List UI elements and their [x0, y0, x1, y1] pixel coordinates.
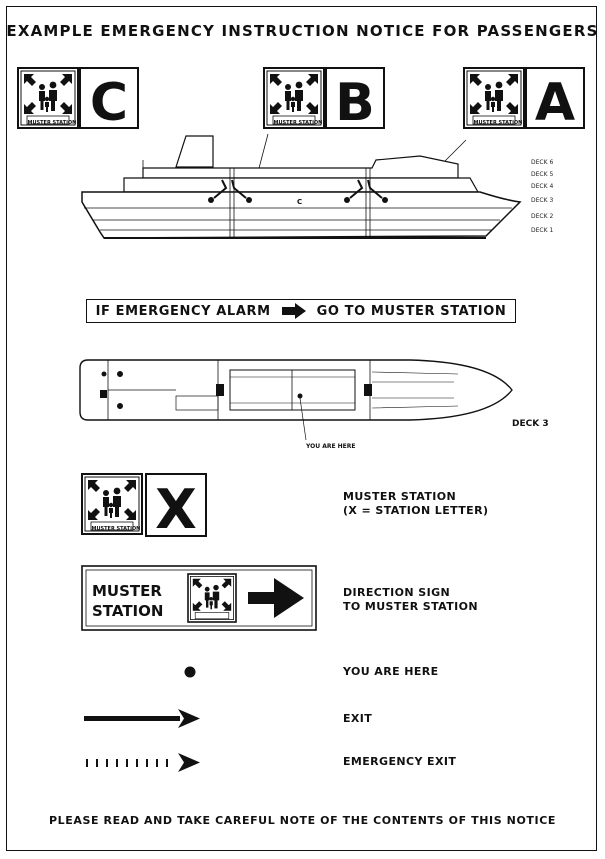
deck-label: DECK 6: [531, 159, 553, 166]
legend-you-are-here: YOU ARE HERE: [343, 665, 439, 678]
deck-label: DECK 5: [531, 171, 553, 178]
muster-station-icon: [187, 573, 237, 623]
station-sign-label: MUSTER STATION: [474, 120, 523, 126]
deck-plan-label: DECK 3: [512, 419, 549, 429]
legend-muster-line1: MUSTER STATION: [343, 490, 457, 503]
station-sign-c: MUSTER STATION C: [17, 67, 139, 133]
legend-direction-line1: DIRECTION SIGN: [343, 586, 451, 599]
station-letter-box: [525, 67, 585, 129]
station-sign-label: MUSTER STATION: [28, 120, 77, 126]
legend-sign-letter: X: [155, 478, 197, 541]
legend-emergency-exit: EMERGENCY EXIT: [343, 755, 457, 768]
exit-arrow-icon: [84, 709, 200, 728]
alarm-banner: IF EMERGENCY ALARM GO TO MUSTER STATION: [86, 299, 516, 323]
alarm-text-left: IF EMERGENCY ALARM: [95, 303, 271, 319]
you-are-here-label: YOU ARE HERE: [305, 443, 355, 450]
legend-muster-line2: (X = STATION LETTER): [343, 504, 489, 517]
muster-station-icon: [463, 67, 525, 129]
deck-plan: YOU ARE HERE DECK 3: [79, 359, 549, 450]
alarm-text-right: GO TO MUSTER STATION: [316, 303, 507, 319]
you-are-here-icon: [184, 666, 196, 678]
arrow-right-icon: [248, 578, 304, 618]
muster-station-icon: [17, 67, 79, 129]
legend-muster-sign: MUSTER STATION X: [81, 473, 207, 541]
legend-muster-text: MUSTER STATION (X = STATION LETTER): [343, 490, 488, 518]
deck-label: DECK 4: [531, 183, 553, 190]
station-sign-a: MUSTER STATION A: [463, 67, 585, 133]
station-letter: A: [535, 73, 575, 133]
station-letter: B: [335, 73, 375, 133]
you-are-here-dot: [297, 393, 303, 399]
notice-border: [6, 6, 597, 851]
station-letter-box: [325, 67, 385, 129]
station-letter-box: [79, 67, 139, 129]
ship-marker-label: C: [297, 198, 302, 206]
deck-label: DECK 1: [531, 227, 553, 234]
legend-exit: EXIT: [343, 712, 373, 725]
legend-direction-line2: TO MUSTER STATION: [343, 600, 478, 613]
emergency-exit-arrow-icon: [86, 753, 200, 772]
ship-elevation: C DECK 6 DECK 5 DECK 4 DECK 3 DECK 2 DEC…: [81, 133, 553, 239]
deck-label: DECK 3: [531, 197, 553, 204]
station-letter: C: [90, 73, 128, 133]
direction-sign-title-1: MUSTER: [92, 582, 162, 600]
station-sign-label: MUSTER STATION: [274, 120, 323, 126]
legend-sign-label: MUSTER STATION: [92, 526, 141, 532]
station-sign-b: MUSTER STATION B: [263, 67, 385, 133]
direction-sign-title-2: STATION: [92, 602, 163, 620]
muster-station-icon: [263, 67, 325, 129]
arrow-right-icon: [281, 303, 306, 319]
deck-label: DECK 2: [531, 213, 553, 220]
legend-direction-sign: MUSTER STATION: [81, 565, 317, 631]
footer-note: PLEASE READ AND TAKE CAREFUL NOTE OF THE…: [48, 814, 557, 827]
notice-title: EXAMPLE EMERGENCY INSTRUCTION NOTICE FOR…: [6, 22, 599, 40]
legend-direction-text: DIRECTION SIGN TO MUSTER STATION: [343, 586, 478, 614]
muster-station-icon: [81, 473, 143, 535]
